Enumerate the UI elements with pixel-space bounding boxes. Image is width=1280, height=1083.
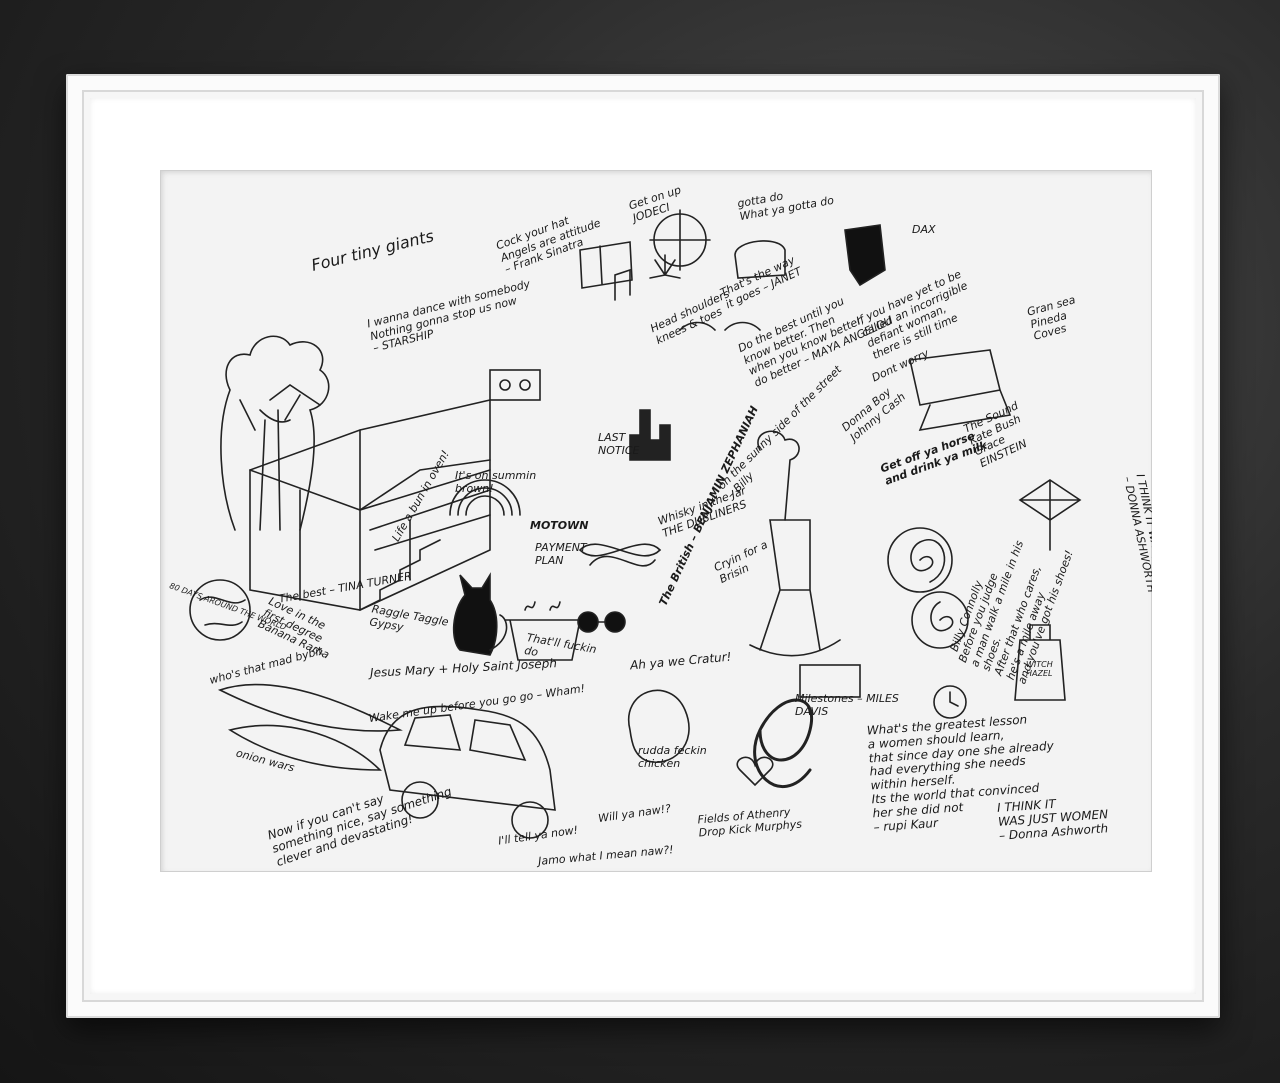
text-motown: MOTOWN (530, 519, 589, 532)
jam-jars (799, 664, 861, 698)
text-i-think-it: I THINK IT WAS JUST WOMEN – Donna Ashwor… (996, 796, 1109, 843)
roast-chicken (627, 689, 690, 763)
leaf-sketch (649, 254, 681, 279)
celtic-knot (578, 543, 662, 567)
sketch-artwork: Four tiny giants I wanna dance with some… (160, 170, 1152, 872)
globe-sketch (189, 579, 251, 641)
tribal-swirl-2 (227, 724, 382, 771)
witch-hazel-bottle (1014, 624, 1066, 701)
tree-sketch (220, 335, 330, 531)
text-rudda-feckin: rudda feckin chicken (638, 744, 707, 770)
claddagh-ring (736, 756, 774, 787)
spiral-triskele (887, 527, 953, 593)
cassette-tape (489, 369, 541, 401)
text-milestones: Milestones – MILES DAVIS (795, 692, 899, 718)
text-dax: DAX (912, 223, 936, 236)
city-skyline (629, 409, 671, 461)
music-notes (614, 268, 631, 301)
flag-sketch (579, 241, 633, 289)
cooking-pot (504, 619, 586, 661)
sephirot-tree (1018, 479, 1082, 551)
sketch-drawing (189, 209, 1082, 839)
eyes-sketch (679, 321, 761, 331)
black-cat (452, 572, 498, 656)
rocking-chair (749, 519, 841, 657)
tribal-swirl (217, 683, 403, 732)
mini-car (379, 705, 556, 811)
trinity-knot (753, 698, 813, 789)
alarm-clock (933, 685, 967, 719)
text-payment-plan: PAYMENT PLAN (535, 541, 587, 567)
text-its-on-summin: It's on summin brown! (455, 469, 537, 495)
poppy-flower (757, 430, 800, 521)
bread-loaf (734, 240, 786, 279)
sewing-machine (909, 349, 1012, 432)
rainbow (449, 479, 521, 516)
text-witch-hazel: WITCH HAZEL (1026, 660, 1053, 679)
text-last-notice: LAST NOTICE (598, 431, 640, 457)
raised-fist (844, 224, 886, 287)
